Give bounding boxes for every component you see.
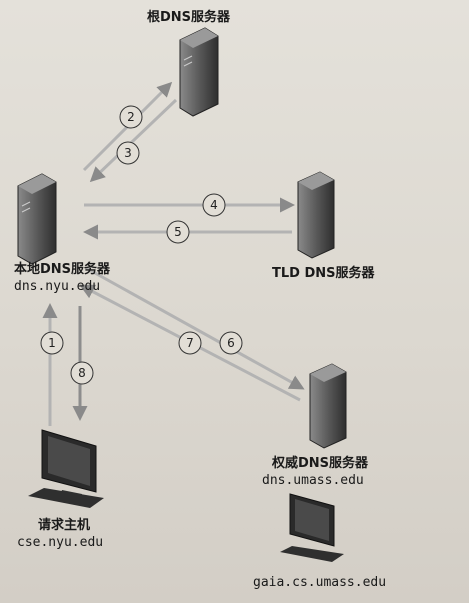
step-label: 6 [227,336,235,350]
local-server-icon [17,173,57,265]
step-label: 4 [210,198,218,212]
step-badge: 2 [119,105,143,129]
local-server-label: 本地DNS服务器 [14,262,111,277]
authoritative-server-label: 权威DNS服务器 [272,456,369,471]
arrow-step-3 [89,98,178,183]
step-label: 5 [174,225,182,239]
step-label: 7 [186,336,194,350]
root-server-label: 根DNS服务器 [147,10,231,25]
root-server-icon [179,27,219,117]
arrow-step-6 [85,266,305,390]
requesting-host-hostname: cse.nyu.edu [17,535,104,550]
step-badge: 8 [70,361,94,385]
step-badge: 4 [202,193,226,217]
step-label: 2 [127,110,135,124]
tld-server-label: TLD DNS服务器 [272,266,375,281]
step-badge: 3 [116,141,140,165]
authoritative-server-hostname: dns.umass.edu [262,473,364,488]
requesting-host-label: 请求主机 [38,518,91,533]
step-badge: 1 [40,331,64,355]
target-host-hostname: gaia.cs.umass.edu [253,575,387,590]
tld-server-icon [297,171,335,259]
target-host-computer-icon [280,493,344,562]
local-server-hostname: dns.nyu.edu [14,279,101,294]
authoritative-server-icon [309,363,347,449]
step-label: 1 [48,336,56,350]
step-label: 8 [78,366,86,380]
step-badge: 5 [166,220,190,244]
requesting-host-computer-icon [28,429,104,508]
step-badge: 7 [178,331,202,355]
step-badge: 6 [219,331,243,355]
step-label: 3 [124,146,132,160]
